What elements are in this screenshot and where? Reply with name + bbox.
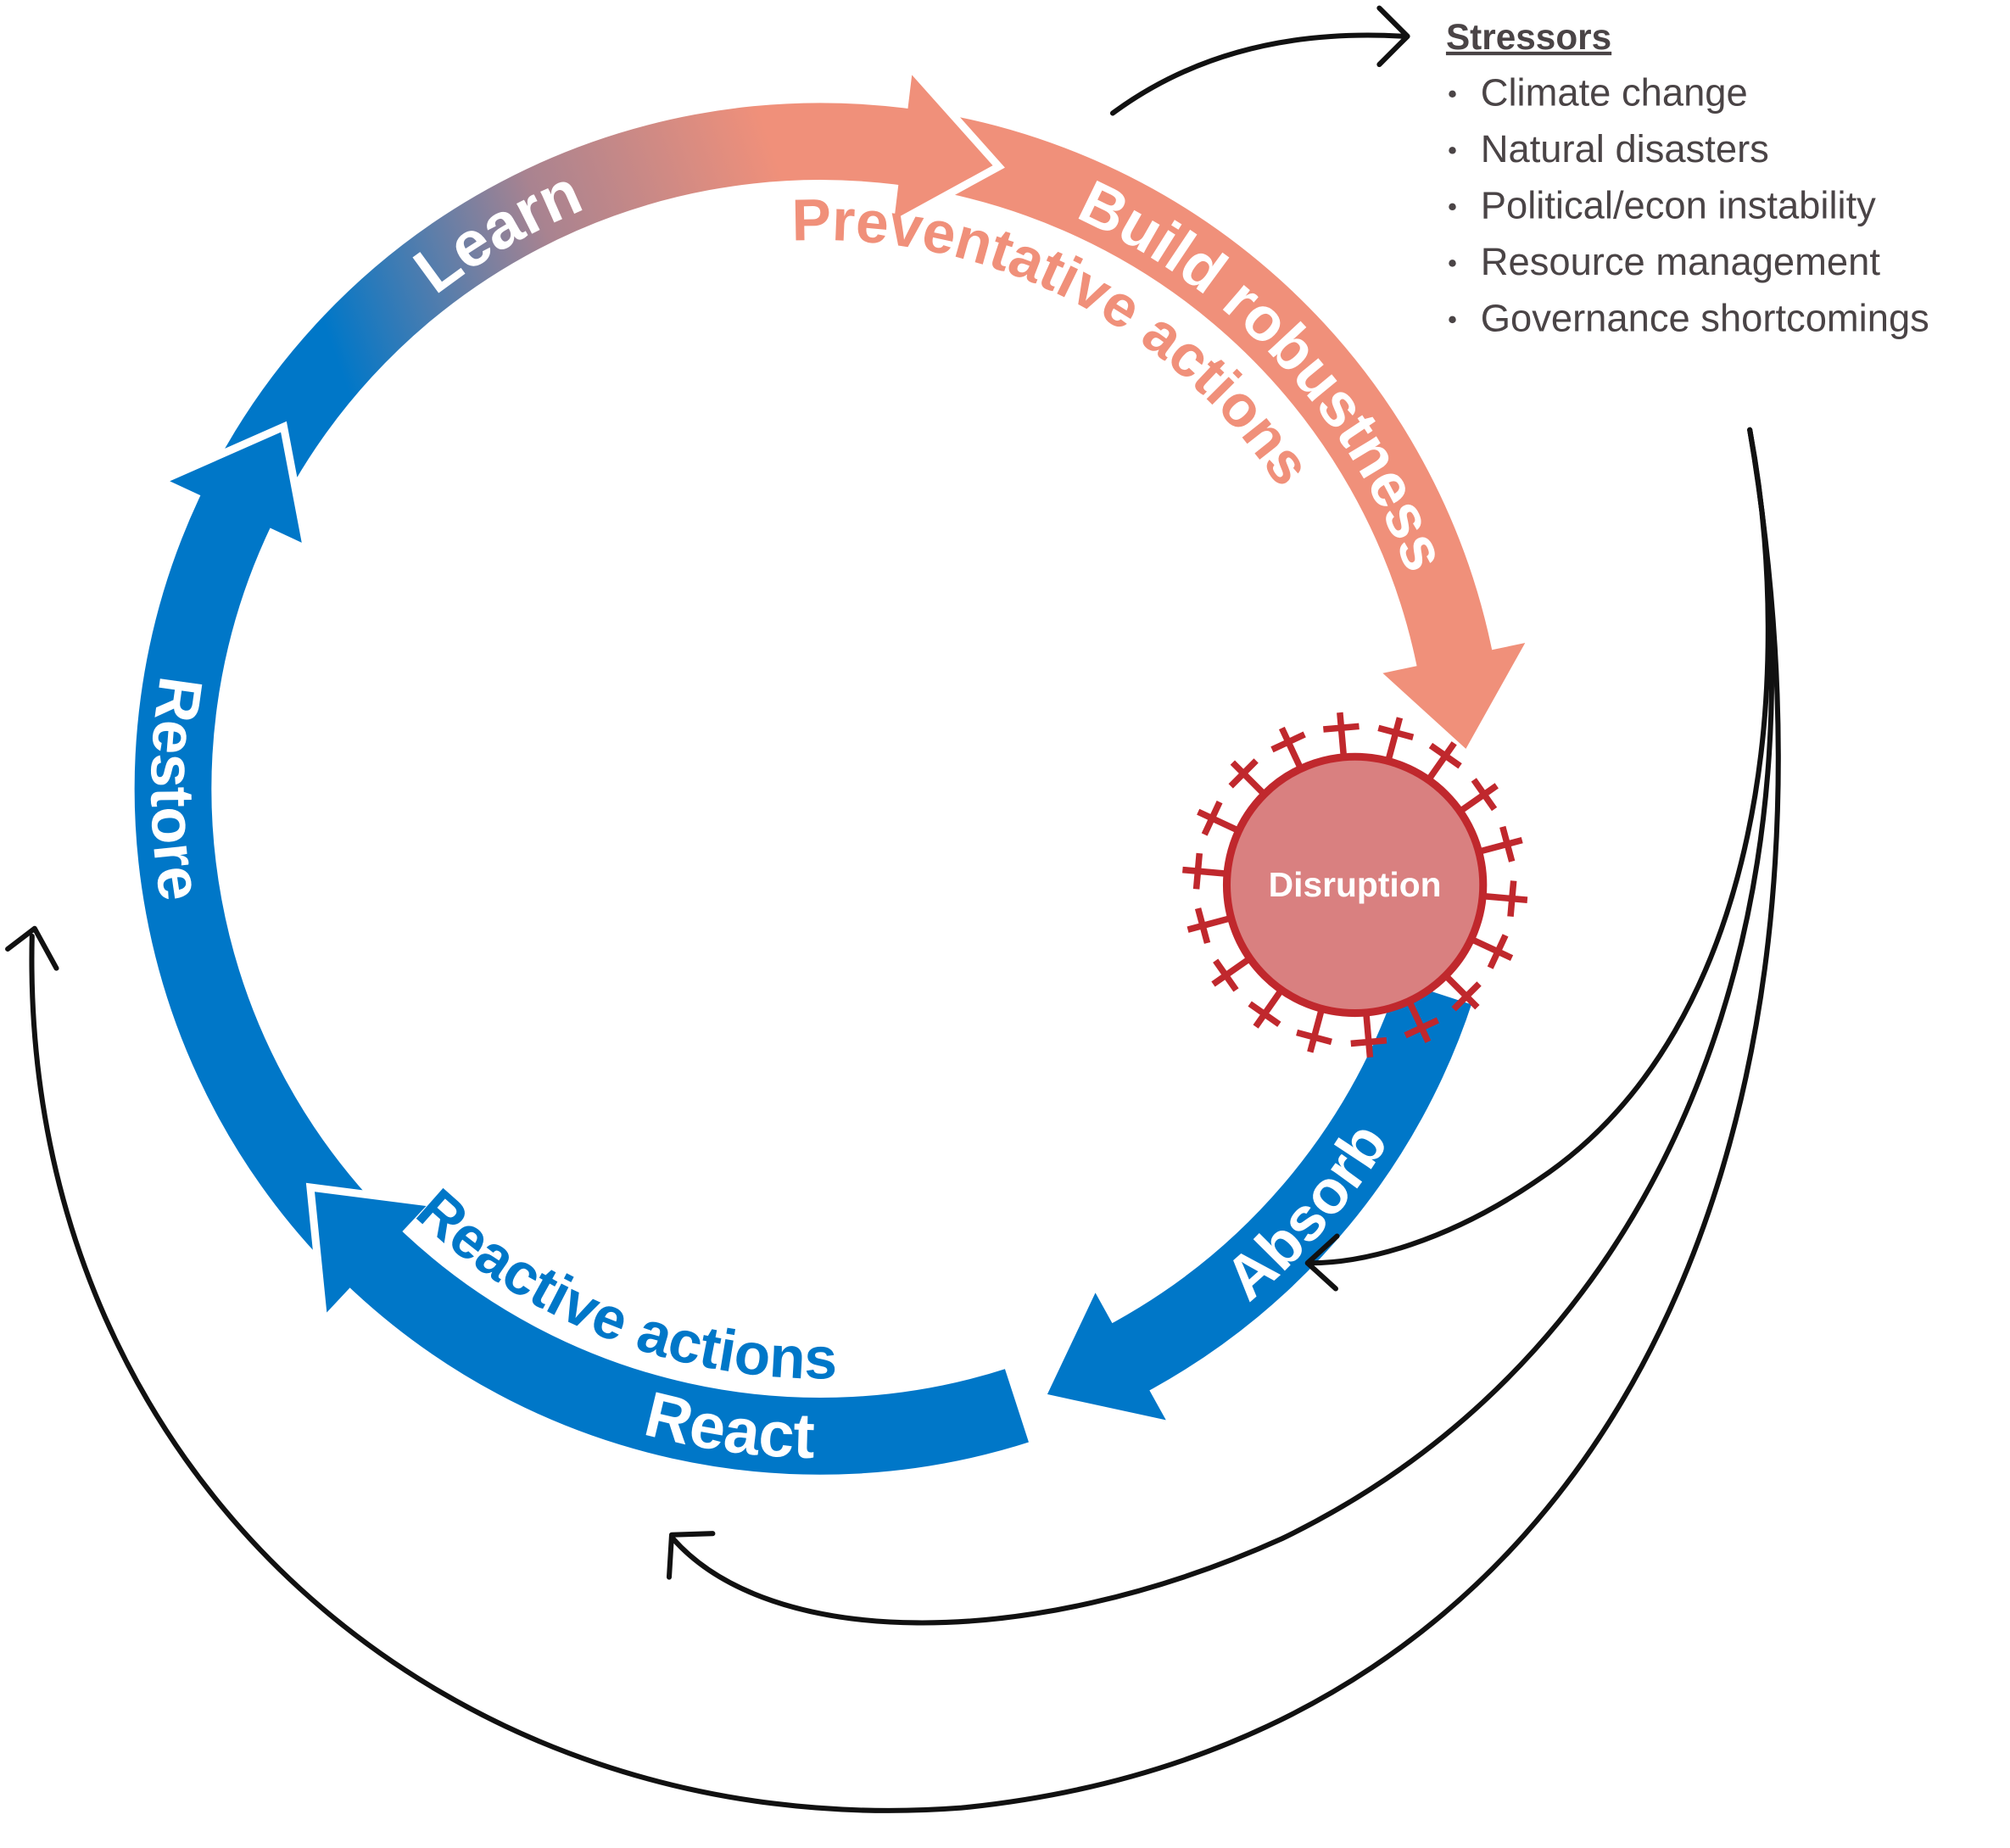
- stressor-connectors: [5, 5, 1781, 1813]
- virus-spike: [1426, 741, 1462, 782]
- virus-spike: [1350, 1012, 1387, 1058]
- virus-spike: [1186, 907, 1232, 944]
- connector-to-absorb: [1307, 427, 1771, 1266]
- disruption-circle: [1222, 752, 1488, 1018]
- virus-spikes: [1182, 712, 1528, 1058]
- stressor-item: Governance shortcomings: [1481, 296, 1929, 339]
- build-robustness-arrow: [879, 98, 1540, 762]
- bullet-icon: [1449, 147, 1456, 154]
- arrowhead-icon: [1376, 5, 1410, 68]
- virus-spike: [1248, 988, 1285, 1029]
- virus-spike: [1197, 801, 1241, 836]
- connector-to-restore: [29, 427, 1781, 1813]
- arrowhead-icon: [666, 1531, 716, 1580]
- restore-arrow: [126, 421, 406, 1291]
- bullet-icon: [1449, 203, 1456, 211]
- bullet-icon: [1449, 260, 1456, 267]
- cycle-arrows: [126, 57, 1540, 1482]
- stressor-item: Resource management: [1481, 240, 1881, 283]
- virus-spike: [1470, 934, 1514, 969]
- learn-arrow: [190, 57, 1005, 539]
- virus-spike: [1211, 955, 1252, 992]
- stressor-item: Climate change: [1481, 70, 1748, 114]
- bullet-icon: [1449, 315, 1456, 324]
- disruption-label: Disruption: [1269, 865, 1442, 904]
- bullet-icon: [1449, 90, 1456, 98]
- virus-spike: [1477, 825, 1523, 863]
- connector-to-react: [670, 427, 1775, 1626]
- virus-spike: [1182, 852, 1228, 890]
- stressor-item: Natural disasters: [1481, 127, 1769, 170]
- stressor-item: Political/econ instability: [1481, 183, 1876, 226]
- virus-spike: [1377, 717, 1415, 762]
- virus-spike: [1270, 726, 1306, 771]
- stressors-title: Stressors: [1446, 17, 1611, 57]
- disruption-virus: Disruption: [1182, 712, 1528, 1058]
- virus-spike: [1323, 712, 1360, 758]
- virus-spike: [1458, 778, 1499, 814]
- arrowhead-icon: [1304, 1233, 1340, 1292]
- restore-label: Restore: [137, 673, 215, 905]
- connector-to-stressors: [1109, 32, 1407, 116]
- react-arrow: [305, 1182, 1039, 1482]
- absorb-arrow: [1036, 970, 1482, 1432]
- arrowhead-icon: [5, 925, 59, 971]
- virus-spike: [1443, 973, 1482, 1012]
- virus-spike: [1228, 758, 1267, 797]
- virus-spike: [1404, 999, 1439, 1043]
- virus-spike: [1482, 880, 1528, 918]
- virus-spike: [1296, 1008, 1332, 1053]
